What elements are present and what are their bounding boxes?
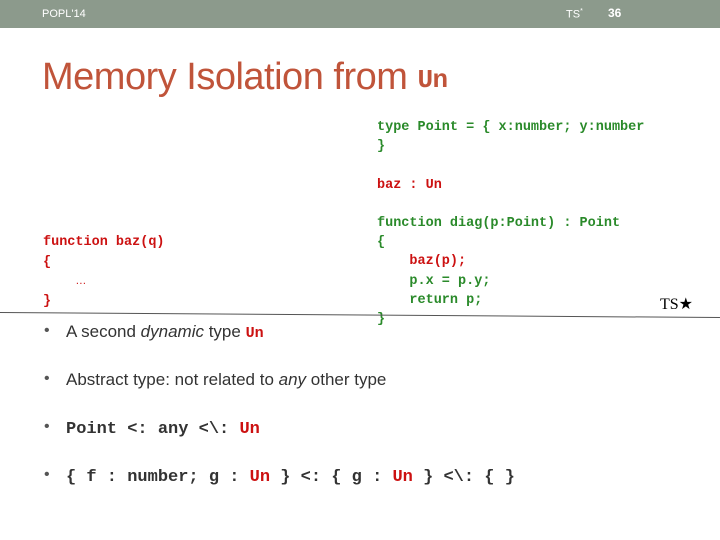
- code-line: }: [377, 311, 386, 327]
- bullet-item: { f : number; g : Un } <: { g : Un } <\:…: [42, 466, 515, 487]
- code-line: type Point = { x:number; y:number: [377, 120, 645, 135]
- code-line: }: [43, 293, 52, 309]
- code-line: baz(p);: [377, 254, 467, 270]
- code-line: function diag(p:Point) : Point: [377, 215, 621, 231]
- code-line: …: [75, 275, 87, 287]
- slide-number: 36: [608, 6, 622, 20]
- code-line: baz : Un: [377, 177, 442, 193]
- bullet-item: Point <: any <\: Un: [42, 418, 515, 466]
- ts-star-label: TS★: [660, 296, 694, 313]
- title-code: Un: [417, 65, 448, 95]
- left-code-block: function baz(q) { … }: [43, 233, 165, 311]
- code-line: {: [377, 235, 386, 251]
- code-line: return p;: [377, 292, 483, 308]
- conference-label: POPL'14: [42, 8, 86, 20]
- ts-label: TS*: [566, 8, 583, 21]
- code-line-blank: [377, 195, 644, 214]
- code-line: function baz(q): [43, 235, 165, 250]
- right-code-block: type Point = { x:number; y:number } baz …: [377, 118, 644, 329]
- bullet-item: Abstract type: not related to any other …: [42, 370, 515, 418]
- code-line: }: [377, 139, 386, 155]
- slide-title: Memory Isolation from Un: [42, 56, 448, 98]
- bullet-item: A second dynamic type Un: [42, 322, 515, 370]
- slide-header-bar: POPL'14 TS* 36: [0, 0, 720, 28]
- bullet-list: A second dynamic type Un Abstract type: …: [42, 322, 515, 487]
- code-line: {: [43, 254, 52, 270]
- code-line-blank: [377, 156, 644, 175]
- code-line: p.x = p.y;: [377, 273, 491, 289]
